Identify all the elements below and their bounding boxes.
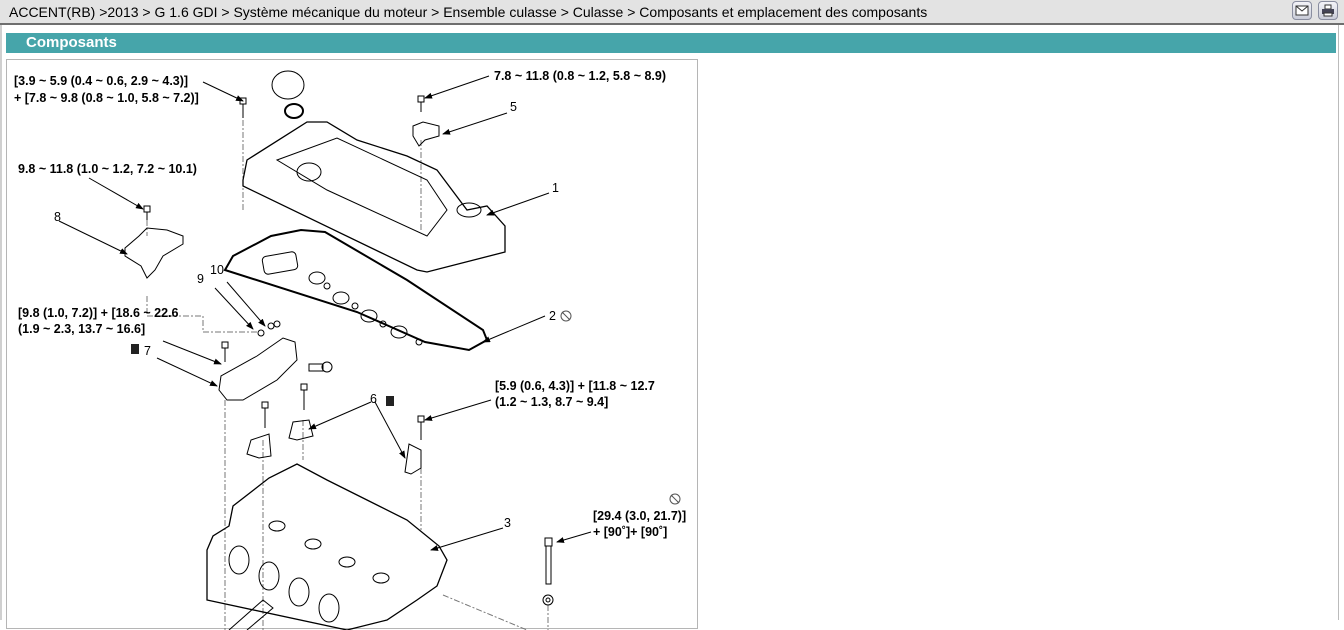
part-number-10: 10 <box>210 263 224 277</box>
part-number-6: 6 <box>370 392 377 406</box>
breadcrumb: ACCENT(RB) >2013 > G 1.6 GDI > Système m… <box>9 4 928 20</box>
torque-label-cap-bolt: [5.9 (0.6, 4.3)] + [11.8 ~ 12.7 <box>495 379 655 393</box>
exploded-view-drawing <box>58 70 681 630</box>
section-header: Composants <box>6 33 1336 53</box>
torque-label-head-bolt-2: + [90˚]+ [90˚] <box>593 525 668 539</box>
torque-label-head-bolt: [29.4 (3.0, 21.7)] <box>593 509 687 523</box>
torque-label-cover-bolt: [3.9 ~ 5.9 (0.4 ~ 0.6, 2.9 ~ 4.3)] <box>14 74 189 88</box>
print-button[interactable] <box>1318 1 1338 20</box>
torque-label-rail-bolt: [9.8 (1.0, 7.2)] + [18.6 ~ 22.6 <box>18 306 179 320</box>
torque-label-cover-bolt-2: + [7.8 ~ 9.8 (0.8 ~ 1.0, 5.8 ~ 7.2)] <box>14 91 199 105</box>
part-number-1: 1 <box>552 181 559 195</box>
envelope-icon <box>1295 5 1309 16</box>
part-number-3: 3 <box>504 516 511 530</box>
printer-icon <box>1322 4 1334 17</box>
section-title: Composants <box>26 34 117 51</box>
part-number-9: 9 <box>197 272 204 286</box>
components-diagram: [3.9 ~ 5.9 (0.4 ~ 0.6, 2.9 ~ 4.3)] + [7.… <box>6 59 698 630</box>
part-number-2: 2 <box>549 309 556 323</box>
part-number-5: 5 <box>510 100 517 114</box>
part-number-8: 8 <box>54 210 61 224</box>
torque-label-sensor-bolt: 7.8 ~ 11.8 (0.8 ~ 1.2, 5.8 ~ 8.9) <box>494 69 667 83</box>
left-border <box>0 25 2 620</box>
torque-label-bracket-bolt: 9.8 ~ 11.8 (1.0 ~ 1.2, 7.2 ~ 10.1) <box>18 162 197 176</box>
part-number-7: 7 <box>144 344 151 358</box>
torque-label-cap-bolt-2: (1.2 ~ 1.3, 8.7 ~ 9.4] <box>495 395 609 409</box>
torque-label-rail-bolt-2: (1.9 ~ 2.3, 13.7 ~ 16.6] <box>18 322 146 336</box>
breadcrumb-bar: ACCENT(RB) >2013 > G 1.6 GDI > Système m… <box>0 0 1344 25</box>
email-button[interactable] <box>1292 1 1312 20</box>
